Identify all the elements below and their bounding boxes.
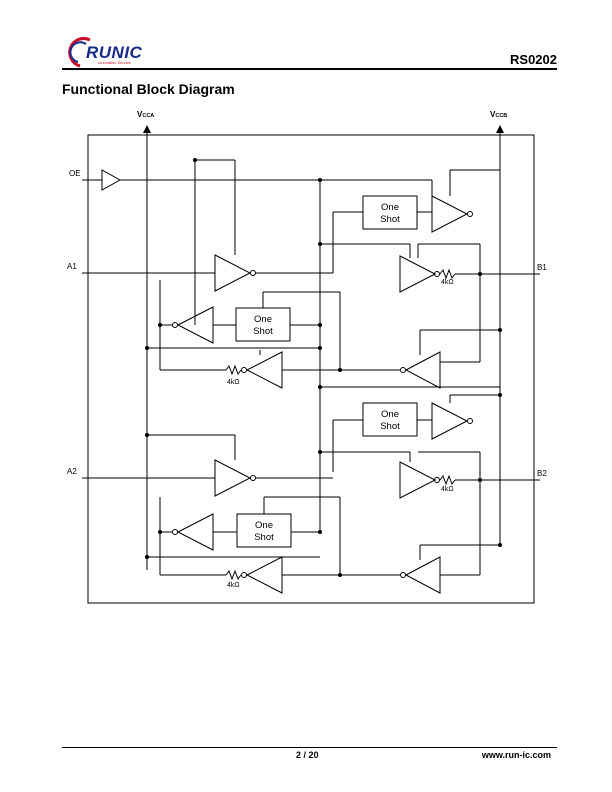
b2-to-a2-buffer <box>245 556 283 594</box>
one-shot-a1-line1: One <box>254 314 272 325</box>
vcca-label: VCCA <box>137 110 154 119</box>
website-link[interactable]: www.run-ic.com <box>481 750 551 760</box>
pin-a1-label: A1 <box>67 262 77 271</box>
runic-logo: RUNIC Innovation Service <box>68 36 142 70</box>
oe-buffer <box>101 169 122 191</box>
a2-oneshot-driver <box>176 513 214 551</box>
pin-b2-label: B2 <box>537 469 547 478</box>
vcca-main: V <box>137 110 143 119</box>
b1-output-buffer <box>399 255 437 293</box>
b2-output-buffer <box>399 461 437 499</box>
page-number: 2 / 20 <box>296 750 319 760</box>
functional-block-diagram: VCCA VCCB OE A1 A2 B1 B2 One Shot One Sh… <box>60 105 560 610</box>
header-rule <box>62 68 557 70</box>
block-diagram-svg: VCCA VCCB OE A1 A2 B1 B2 One Shot One Sh… <box>67 110 547 604</box>
one-shot-b1-line1: One <box>381 202 399 213</box>
one-shot-a2-line1: One <box>255 520 273 531</box>
vccb-label: VCCB <box>490 110 507 119</box>
one-shot-b1-line2: Shot <box>380 214 400 225</box>
one-shot-a2-line2: Shot <box>254 532 274 543</box>
resistor-b2-label: 4kΩ <box>441 486 454 493</box>
b1-input-buffer <box>404 351 441 389</box>
b2-input-buffer <box>404 556 441 594</box>
one-shot-a1-line2: Shot <box>253 326 273 337</box>
resistor-a2-label: 4kΩ <box>227 582 240 589</box>
pin-a2-label: A2 <box>67 467 77 476</box>
footer-rule <box>62 747 557 748</box>
vccb-main: V <box>490 110 496 119</box>
one-shot-b2-line2: Shot <box>380 421 400 432</box>
section-title: Functional Block Diagram <box>62 81 235 97</box>
one-shot-b2-line1: One <box>381 409 399 420</box>
logo-swoosh-icon <box>68 37 91 68</box>
vccb-sub: CCB <box>495 113 507 119</box>
vcca-sub: CCA <box>142 113 154 119</box>
b1-to-a1-buffer <box>245 351 283 389</box>
diagram-border <box>87 134 535 604</box>
logo-text: RUNIC <box>86 43 143 62</box>
pin-oe-label: OE <box>69 169 81 178</box>
resistor-a1-label: 4kΩ <box>227 379 240 386</box>
resistor-b1-label: 4kΩ <box>441 279 454 286</box>
a2-to-b2-buffer <box>214 459 252 497</box>
a1-to-b1-buffer <box>214 254 252 292</box>
logo-tagline: Innovation Service <box>98 60 131 65</box>
pin-b1-label: B1 <box>537 263 547 272</box>
b1-oneshot-driver <box>431 195 469 233</box>
b2-oneshot-driver <box>431 402 469 440</box>
part-number: RS0202 <box>510 52 557 67</box>
